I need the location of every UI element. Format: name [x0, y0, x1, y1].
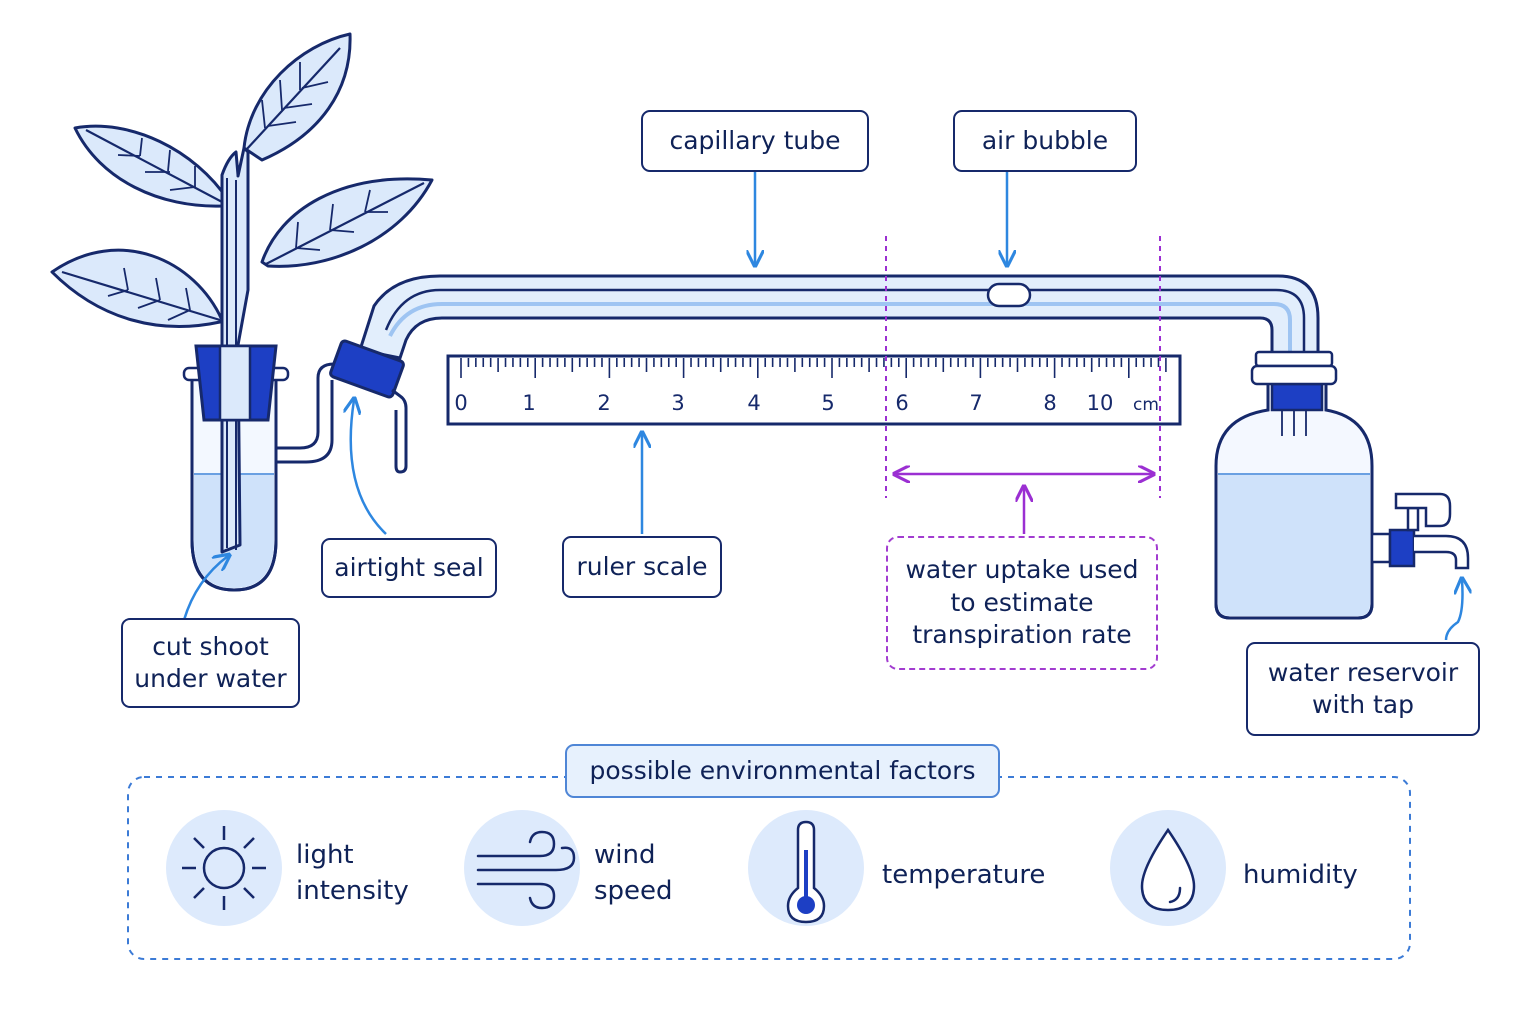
capillary-tube-label: capillary tube: [641, 110, 869, 172]
ruler-tick-label: 7: [969, 391, 982, 415]
air-bubble-label: air bubble: [953, 110, 1137, 172]
pointer-arrows: [182, 172, 1463, 641]
factor-wind-speed: wind speed: [594, 840, 673, 906]
airtight-seal-label: airtight seal: [321, 538, 497, 598]
factors-title: possible environmental factors: [565, 744, 1000, 798]
water-uptake-label: water uptake used to estimate transpirat…: [886, 536, 1158, 670]
air-bubble-shape: [986, 282, 1032, 308]
factor-humidity: humidity: [1243, 860, 1358, 890]
ruler-scale-label: ruler scale: [562, 536, 722, 598]
ruler-tick-label: 8: [1043, 391, 1056, 415]
airtight-seal-block: [329, 339, 405, 399]
ruler-tick-label: 4: [747, 391, 760, 415]
wind-icon: [476, 830, 576, 910]
factor-temperature: temperature: [882, 860, 1046, 890]
ruler-tick-label: 5: [821, 391, 834, 415]
ruler-tick-label: 3: [671, 391, 684, 415]
factor-light-intensity: light intensity: [296, 840, 409, 906]
tap-icon: [1370, 492, 1470, 570]
water-drop-icon: [1140, 827, 1196, 912]
thermometer-icon: [786, 820, 826, 924]
ruler-tick-label: 1: [522, 391, 535, 415]
ruler-tick-label: 6: [895, 391, 908, 415]
ruler-tick-label: 2: [597, 391, 610, 415]
capillary-tube-drawing: [358, 274, 1320, 362]
ruler: 0 1 2 3 4 5 6 7 8 10 cm: [446, 354, 1182, 426]
sun-icon: [182, 826, 266, 910]
cut-shoot-label: cut shoot under water: [121, 618, 300, 708]
water-reservoir: [1214, 350, 1470, 620]
plant-leaves: [50, 32, 434, 328]
ruler-tick-label: 10: [1087, 391, 1114, 415]
measurement-guides: [885, 236, 1161, 534]
factor-icons: [166, 810, 1226, 926]
ruler-unit-label: cm: [1133, 395, 1159, 415]
ruler-tick-label: 0: [454, 391, 467, 415]
reservoir-label: water reservoir with tap: [1246, 642, 1480, 736]
